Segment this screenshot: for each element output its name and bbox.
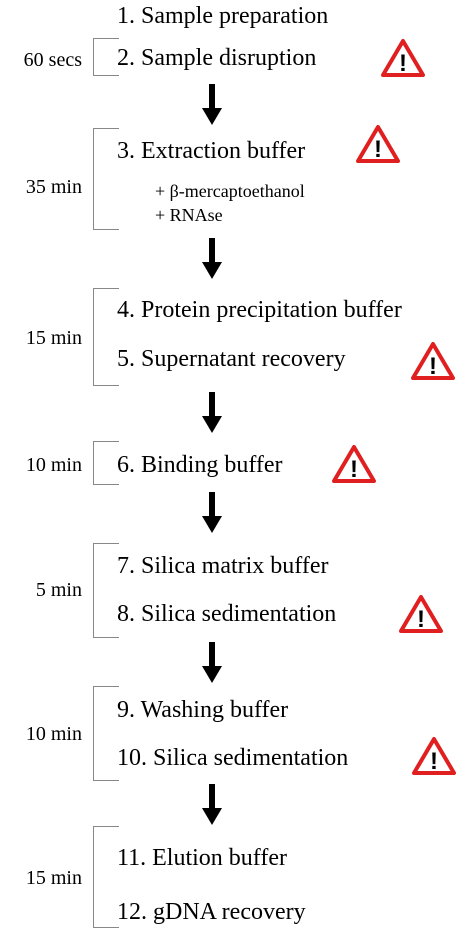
step-3-additive-mercaptoethanol: + β-mercaptoethanol (155, 181, 305, 201)
duration-group-5: 5 min (35, 579, 82, 601)
bracket-group-6 (93, 686, 119, 781)
step-9-washing-buffer: 9. Washing buffer (117, 697, 289, 723)
bracket-group-5 (93, 543, 119, 638)
warning-triangle-icon: ! (356, 125, 400, 163)
warning-triangle-icon: ! (412, 737, 456, 775)
warning-triangle-icon: ! (399, 595, 443, 633)
bracket-group-7 (93, 826, 119, 928)
down-arrow-icon (202, 492, 222, 533)
step-4-protein-precipitation-buffer: 4. Protein precipitation buffer (117, 297, 402, 323)
step-6-binding-buffer: 6. Binding buffer (117, 452, 283, 478)
svg-text:!: ! (350, 456, 358, 483)
duration-group-2: 35 min (25, 176, 82, 198)
warning-triangle-icon: ! (332, 445, 376, 483)
duration-group-7: 15 min (25, 867, 82, 889)
svg-text:!: ! (417, 606, 425, 633)
svg-text:!: ! (399, 50, 407, 77)
step-10-silica-sedimentation: 10. Silica sedimentation (117, 745, 349, 771)
step-8-silica-sedimentation: 8. Silica sedimentation (117, 601, 337, 627)
step-7-silica-matrix-buffer: 7. Silica matrix buffer (117, 553, 329, 579)
down-arrow-icon (202, 642, 222, 683)
step-1-sample-preparation: 1. Sample preparation (117, 3, 329, 29)
bracket-group-4 (93, 441, 119, 485)
duration-group-4: 10 min (25, 454, 82, 476)
duration-group-6: 10 min (25, 723, 82, 745)
step-2-sample-disruption: 2. Sample disruption (117, 45, 317, 71)
step-3-extraction-buffer: 3. Extraction buffer (117, 138, 306, 164)
step-5-supernatant-recovery: 5. Supernatant recovery (117, 346, 346, 372)
step-3-additive-rnase: + RNAse (155, 205, 223, 225)
step-11-elution-buffer: 11. Elution buffer (117, 845, 287, 871)
down-arrow-icon (202, 84, 222, 125)
bracket-group-2 (93, 128, 119, 230)
duration-group-3: 15 min (25, 327, 82, 349)
down-arrow-icon (202, 238, 222, 279)
down-arrow-icon (202, 392, 222, 433)
svg-text:!: ! (429, 353, 437, 380)
warning-triangle-icon: ! (381, 39, 425, 77)
warning-triangle-icon: ! (411, 342, 455, 380)
step-12-gdna-recovery: 12. gDNA recovery (117, 899, 306, 925)
bracket-group-1 (93, 38, 119, 76)
svg-text:!: ! (430, 748, 438, 775)
duration-group-1: 60 secs (23, 49, 82, 71)
bracket-group-3 (93, 288, 119, 386)
svg-text:!: ! (374, 136, 382, 163)
down-arrow-icon (202, 784, 222, 825)
